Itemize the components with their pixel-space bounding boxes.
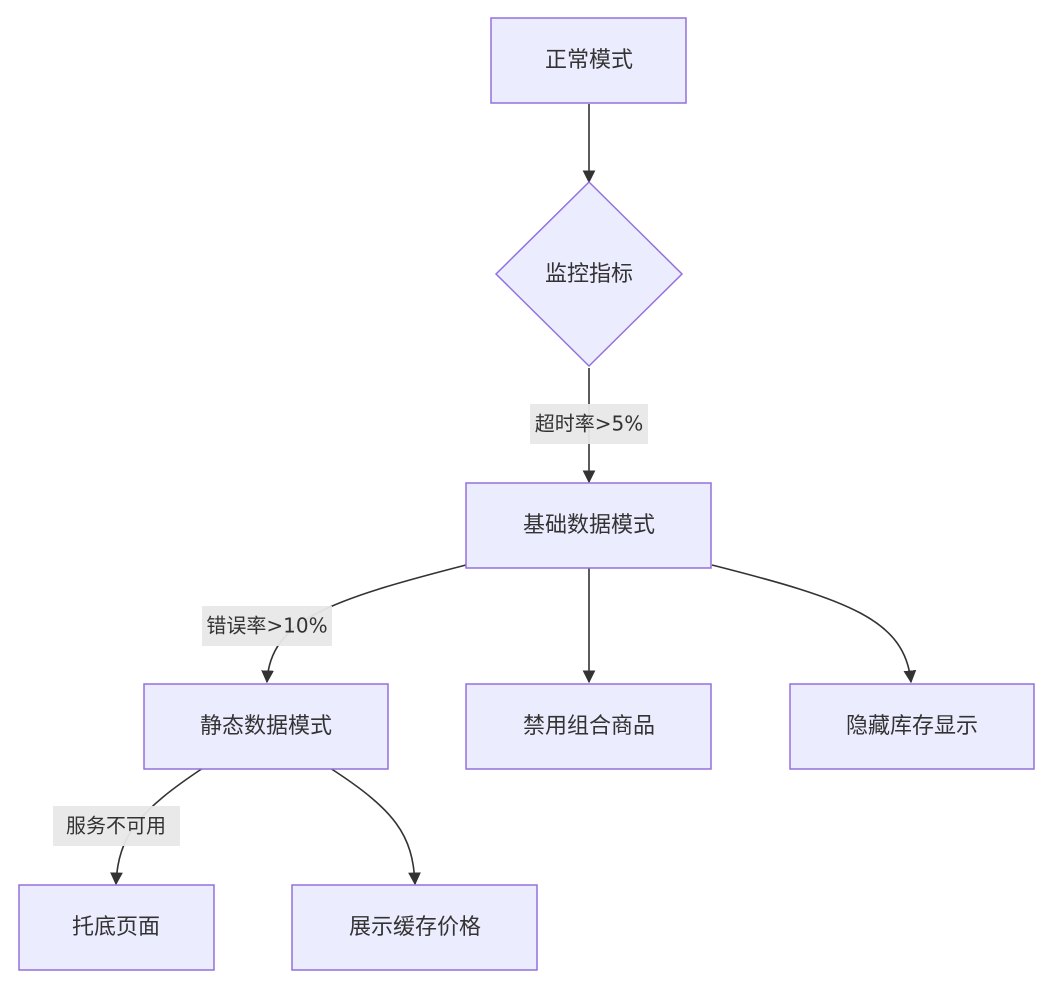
node-box bbox=[143, 683, 389, 770]
node-hide-stock: 隐藏库存显示 bbox=[789, 683, 1035, 770]
node-box bbox=[789, 683, 1035, 770]
node-label: 基础数据模式 bbox=[523, 513, 655, 538]
node-show-cached-price: 展示缓存价格 bbox=[291, 884, 538, 971]
edge-label-timeout-rate: 超时率>5% bbox=[530, 404, 648, 444]
edge-label-bg bbox=[53, 806, 180, 846]
node-label: 隐藏库存显示 bbox=[846, 714, 978, 739]
node-static-data-mode: 静态数据模式 bbox=[143, 683, 389, 770]
edge-label-error-rate: 错误率>10% bbox=[202, 606, 332, 646]
node-box bbox=[18, 884, 215, 971]
node-box bbox=[465, 482, 712, 569]
edge-label-text: 超时率>5% bbox=[535, 412, 644, 436]
edge-label-text: 服务不可用 bbox=[66, 814, 166, 838]
node-diamond bbox=[494, 180, 684, 368]
node-box bbox=[291, 884, 538, 971]
node-label: 托底页面 bbox=[72, 915, 160, 940]
edge-label-text: 错误率>10% bbox=[206, 614, 327, 638]
node-label: 监控指标 bbox=[545, 262, 633, 287]
node-monitor-metrics: 监控指标 bbox=[494, 180, 684, 368]
node-label: 正常模式 bbox=[545, 48, 633, 73]
node-label: 展示缓存价格 bbox=[349, 915, 481, 940]
edge-label-bg bbox=[202, 606, 332, 646]
node-box bbox=[465, 683, 712, 770]
node-label: 禁用组合商品 bbox=[523, 714, 655, 739]
node-disable-bundle: 禁用组合商品 bbox=[465, 683, 712, 770]
node-normal-mode: 正常模式 bbox=[490, 17, 687, 104]
edge-basic-to-hide bbox=[711, 564, 917, 684]
node-fallback-page: 托底页面 bbox=[18, 884, 215, 971]
edge-label-service-unavailable: 服务不可用 bbox=[53, 806, 180, 846]
node-label: 静态数据模式 bbox=[200, 714, 332, 739]
node-box bbox=[490, 17, 687, 104]
node-basic-data-mode: 基础数据模式 bbox=[465, 482, 712, 569]
edge-label-bg bbox=[530, 404, 648, 444]
edge-static-to-cached bbox=[329, 767, 421, 886]
